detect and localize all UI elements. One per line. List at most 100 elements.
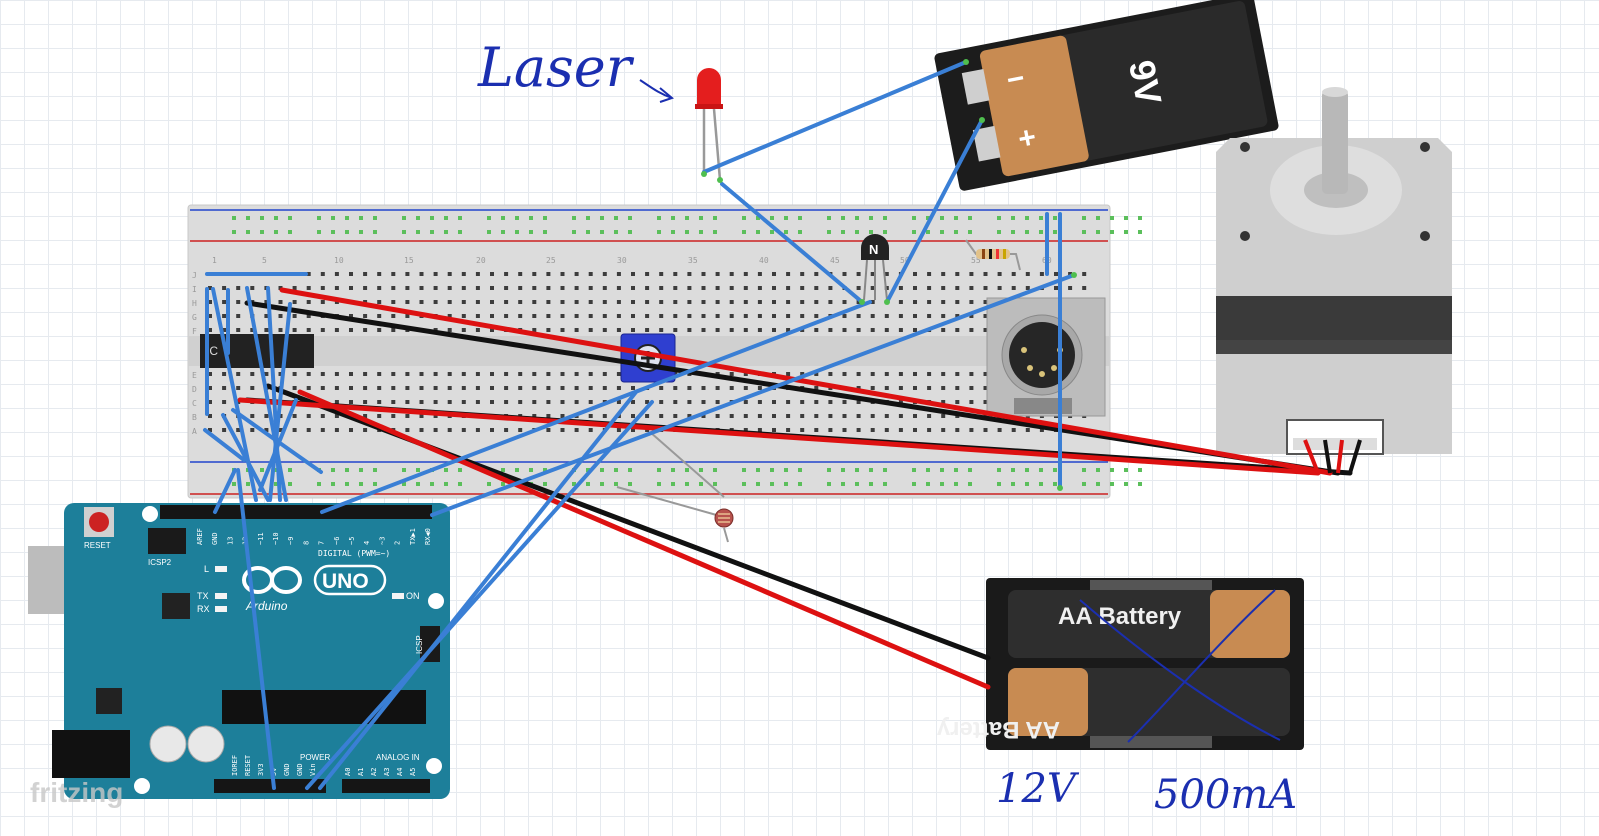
breadboard-hole — [278, 372, 283, 376]
breadboard-hole — [800, 414, 805, 418]
breadboard-hole — [616, 328, 621, 332]
battery-9v: − + 9V — [934, 0, 1279, 191]
breadboard-hole — [320, 300, 325, 304]
breadboard-hole — [616, 372, 621, 376]
breadboard-hole — [560, 328, 565, 332]
breadboard-hole — [546, 428, 551, 432]
breadboard-hole — [1124, 216, 1128, 220]
col-num-15: 15 — [404, 256, 414, 265]
analog-pin-label: A2 — [370, 768, 378, 776]
breadboard-hole — [560, 300, 565, 304]
breadboard-hole — [941, 272, 946, 276]
breadboard-hole — [363, 272, 368, 276]
breadboard-hole — [997, 428, 1002, 432]
breadboard-hole — [772, 286, 776, 290]
breadboard-hole — [461, 372, 466, 376]
breadboard-hole — [574, 314, 579, 318]
breadboard-hole — [306, 300, 311, 304]
breadboard-hole — [501, 482, 505, 486]
breadboard-hole — [941, 400, 946, 404]
breadboard-hole — [841, 482, 845, 486]
row-letter-i: I — [192, 285, 197, 294]
breadboard-hole — [687, 386, 692, 390]
breadboard-hole — [1025, 428, 1030, 432]
rx-label: RX — [197, 604, 210, 614]
breadboard-hole — [701, 400, 706, 404]
breadboard-hole — [1096, 468, 1100, 472]
breadboard-hole — [349, 386, 353, 390]
breadboard-hole — [743, 272, 748, 276]
breadboard-hole — [969, 272, 974, 276]
breadboard-hole — [1124, 468, 1128, 472]
breadboard-hole — [292, 300, 297, 304]
analog-pin-label: A5 — [409, 768, 417, 776]
breadboard-hole — [631, 286, 635, 290]
breadboard-hole — [320, 372, 325, 376]
breadboard-hole — [673, 414, 678, 418]
breadboard-hole — [349, 286, 353, 290]
breadboard-hole — [331, 468, 335, 472]
breadboard-hole — [586, 482, 590, 486]
cross-out-mark — [1079, 589, 1281, 743]
breadboard-hole — [405, 300, 410, 304]
breadboard-hole — [927, 372, 932, 376]
breadboard-hole — [869, 468, 873, 472]
breadboard-hole — [869, 216, 873, 220]
breadboard-hole — [631, 428, 635, 432]
breadboard-hole — [444, 482, 448, 486]
breadboard-hole — [1039, 272, 1044, 276]
breadboard-hole — [377, 386, 382, 390]
breadboard-hole — [913, 414, 917, 418]
breadboard-hole — [855, 482, 859, 486]
breadboard-hole — [588, 386, 593, 390]
breadboard-hole — [729, 272, 734, 276]
breadboard-hole — [884, 428, 889, 432]
breadboard-hole — [331, 230, 335, 234]
breadboard-hole — [461, 386, 466, 390]
breadboard-hole — [1082, 482, 1086, 486]
breadboard-hole — [490, 328, 494, 332]
breadboard-hole — [487, 216, 491, 220]
breadboard-hole — [475, 328, 480, 332]
icsp2-label: ICSP2 — [148, 558, 172, 567]
breadboard-hole — [1110, 216, 1114, 220]
breadboard-hole — [572, 230, 576, 234]
breadboard-hole — [828, 300, 833, 304]
breadboard-hole — [827, 468, 831, 472]
breadboard-hole — [1110, 482, 1114, 486]
breadboard-hole — [673, 286, 678, 290]
breadboard-hole — [331, 482, 335, 486]
breadboard-hole — [955, 428, 960, 432]
breadboard-hole — [487, 482, 491, 486]
breadboard-hole — [856, 386, 861, 390]
breadboard-hole — [236, 428, 241, 432]
battery-9v-label: 9V — [1121, 57, 1170, 108]
breadboard-hole — [757, 414, 762, 418]
breadboard-hole — [572, 482, 576, 486]
breadboard-hole — [560, 414, 565, 418]
breadboard-hole — [616, 300, 621, 304]
breadboard-hole — [659, 386, 664, 390]
breadboard-hole — [222, 300, 227, 304]
breadboard-hole — [546, 328, 551, 332]
breadboard-hole — [373, 230, 377, 234]
breadboard-hole — [841, 216, 845, 220]
breadboard-hole — [292, 386, 297, 390]
breadboard-hole — [543, 468, 547, 472]
breadboard-hole — [941, 372, 946, 376]
breadboard-hole — [543, 230, 547, 234]
breadboard-hole — [419, 300, 424, 304]
breadboard-hole — [1124, 230, 1128, 234]
breadboard-hole — [600, 482, 604, 486]
transistor-label: N — [869, 242, 878, 257]
breadboard-hole — [699, 482, 703, 486]
breadboard-hole — [490, 314, 494, 318]
breadboard-hole — [246, 230, 250, 234]
breadboard-hole — [574, 372, 579, 376]
breadboard-hole — [715, 328, 720, 332]
breadboard-hole — [856, 300, 861, 304]
breadboard-hole — [359, 468, 363, 472]
breadboard-hole — [786, 314, 791, 318]
breadboard-hole — [405, 414, 410, 418]
breadboard-hole — [250, 428, 255, 432]
